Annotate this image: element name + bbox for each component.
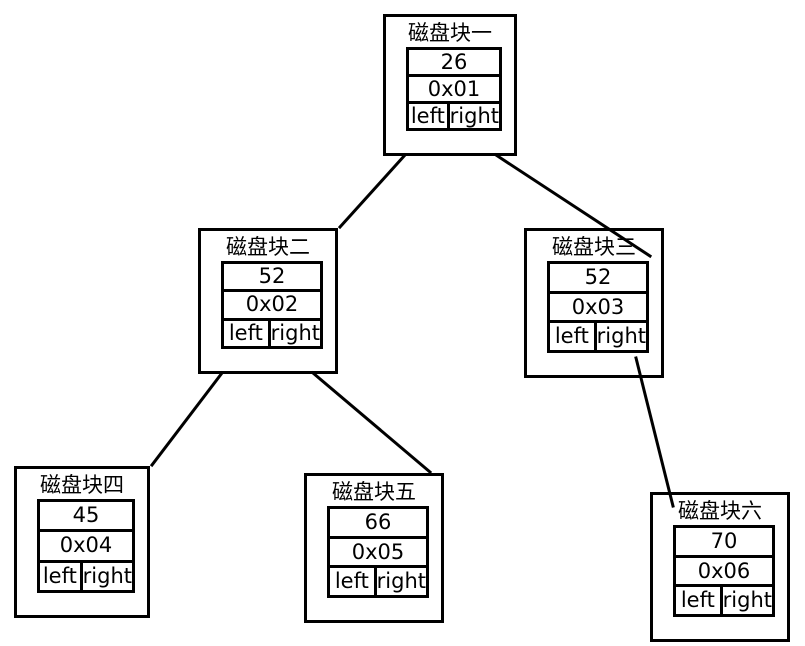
node-address-row: 0x04 xyxy=(40,532,132,563)
node-field-table: 70 0x06 left right xyxy=(673,525,775,617)
tree-edge xyxy=(634,356,675,508)
node-right-pointer-cell: right xyxy=(377,568,426,595)
node-key-value: 52 xyxy=(584,264,612,289)
disk-block-node: 磁盘块三 52 0x03 left right xyxy=(524,228,664,378)
node-address-row: 0x03 xyxy=(550,294,646,324)
node-title: 磁盘块一 xyxy=(408,21,492,45)
node-right-pointer-label: right xyxy=(722,588,772,613)
node-title: 磁盘块二 xyxy=(226,235,310,259)
node-right-pointer-cell: right xyxy=(450,104,499,128)
node-address-value: 0x02 xyxy=(245,292,299,317)
disk-block-node: 磁盘块五 66 0x05 left right xyxy=(304,473,444,623)
disk-block-node: 磁盘块六 70 0x06 left right xyxy=(650,492,790,642)
node-left-pointer-cell: left xyxy=(330,568,377,596)
node-right-pointer-label: right xyxy=(270,320,320,345)
node-left-pointer-cell: left xyxy=(550,323,597,351)
tree-edge xyxy=(310,370,433,475)
node-address-value: 0x05 xyxy=(351,539,405,564)
node-right-pointer-cell: right xyxy=(723,587,772,614)
node-right-pointer-label: right xyxy=(376,569,426,594)
node-address-value: 0x01 xyxy=(427,76,481,101)
node-left-pointer-label: left xyxy=(228,320,263,345)
node-left-pointer-label: left xyxy=(334,569,369,594)
node-left-pointer-cell: left xyxy=(409,104,450,128)
tree-edge xyxy=(337,152,408,230)
node-right-pointer-cell: right xyxy=(83,563,132,590)
node-key-row: 66 xyxy=(330,509,426,539)
node-title: 磁盘块五 xyxy=(332,480,416,504)
node-address-value: 0x04 xyxy=(59,533,113,558)
node-field-table: 52 0x03 left right xyxy=(547,261,649,353)
node-key-row: 70 xyxy=(676,528,772,558)
node-address-row: 0x06 xyxy=(676,558,772,588)
node-field-table: 52 0x02 left right xyxy=(221,261,323,349)
disk-block-node: 磁盘块二 52 0x02 left right xyxy=(198,228,338,374)
node-title: 磁盘块四 xyxy=(40,473,124,497)
node-field-table: 66 0x05 left right xyxy=(327,506,429,598)
node-address-value: 0x06 xyxy=(697,558,751,583)
node-right-pointer-cell: right xyxy=(271,321,320,346)
node-address-row: 0x01 xyxy=(409,77,499,104)
node-key-row: 26 xyxy=(409,50,499,77)
node-left-pointer-cell: left xyxy=(40,562,83,590)
node-key-value: 66 xyxy=(364,509,392,534)
node-address-row: 0x05 xyxy=(330,539,426,569)
node-left-pointer-cell: left xyxy=(676,587,723,615)
node-left-pointer-cell: left xyxy=(224,320,271,346)
node-left-pointer-label: left xyxy=(680,588,715,613)
node-key-value: 45 xyxy=(72,503,100,528)
node-pointer-row: left right xyxy=(224,320,320,346)
node-key-row: 52 xyxy=(224,264,320,293)
node-address-value: 0x03 xyxy=(571,294,625,319)
node-key-value: 52 xyxy=(258,264,286,289)
node-key-value: 26 xyxy=(440,49,468,74)
node-pointer-row: left right xyxy=(550,323,646,351)
node-pointer-row: left right xyxy=(676,587,772,615)
node-address-row: 0x02 xyxy=(224,292,320,321)
node-left-pointer-label: left xyxy=(410,103,445,128)
node-title: 磁盘块六 xyxy=(678,499,762,523)
node-right-pointer-label: right xyxy=(449,103,499,128)
node-right-pointer-label: right xyxy=(596,324,646,349)
node-right-pointer-label: right xyxy=(82,563,132,588)
node-key-row: 45 xyxy=(40,502,132,533)
node-right-pointer-cell: right xyxy=(597,323,646,350)
node-key-row: 52 xyxy=(550,264,646,294)
node-title: 磁盘块三 xyxy=(552,235,636,259)
node-key-value: 70 xyxy=(710,528,738,553)
tree-edge xyxy=(149,370,225,468)
node-left-pointer-label: left xyxy=(554,324,589,349)
node-left-pointer-label: left xyxy=(42,563,77,588)
node-pointer-row: left right xyxy=(330,568,426,596)
